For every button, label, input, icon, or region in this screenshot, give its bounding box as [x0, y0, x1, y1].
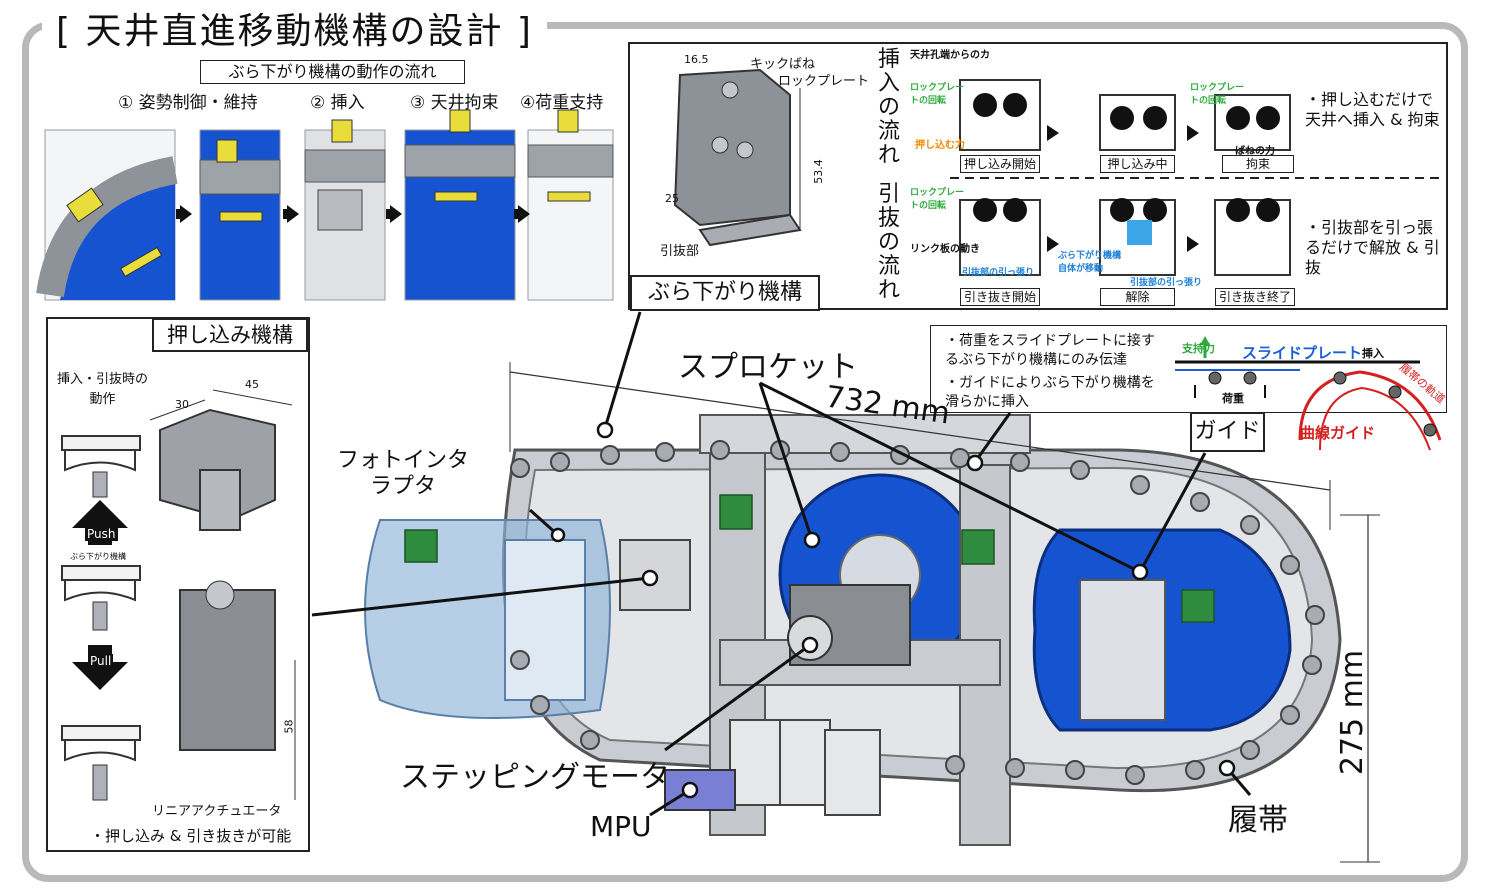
- hang-move-label: ぶら下がり機構自体が移動: [1058, 251, 1122, 274]
- pull-part-pull-label: 引抜部の引っ張り: [962, 268, 1035, 278]
- push-mechanism-label: 押し込み機構: [152, 318, 308, 352]
- tag-push-start: 押し込み開始: [960, 155, 1040, 173]
- push-motion-label: 挿入・引抜時の動作: [56, 372, 148, 407]
- dim-45: 45: [245, 378, 259, 391]
- curve-guide-label: 曲線ガイド: [1300, 424, 1376, 442]
- flow-heading: ぶら下がり機構の動作の流れ: [200, 60, 465, 84]
- insert-note: ・押し込むだけで天井へ挿入 & 拘束: [1305, 90, 1440, 129]
- flow-step-2: ② 挿入: [310, 93, 365, 113]
- mpu-board: [664, 769, 736, 811]
- push-button: Push: [85, 527, 118, 541]
- flow-step-3: ③ 天井拘束: [410, 93, 499, 113]
- ceiling-force-label: 天井孔端からのカ: [910, 50, 990, 61]
- push-force-label: 押し込む力: [915, 140, 965, 151]
- dim-16-5: 16.5: [684, 53, 709, 66]
- guide-note-1: ・荷重をスライドプレートに接するぶら下がり機構にのみ伝達: [945, 333, 1155, 368]
- stepping-motor-label: ステッピングモータ: [400, 760, 670, 795]
- support-label: 支持力: [1182, 342, 1215, 355]
- photo-interrupter-label: フォトインタラプタ: [336, 448, 469, 499]
- push-note: ・押し込み & 引き抜きが可能: [90, 827, 292, 845]
- dim-25: 25: [665, 192, 679, 205]
- outer-frame: [22, 22, 1468, 882]
- tag-release: 解除: [1100, 288, 1175, 306]
- load-label: 荷重: [1222, 392, 1244, 405]
- pull-part-pull-label-2: 引抜部の引っ張り: [1130, 278, 1203, 288]
- link-motion-label: リンク板の動き: [910, 244, 980, 255]
- guide-label: ガイド: [1190, 412, 1265, 452]
- slide-plate-label: スライドプレート: [1242, 344, 1363, 362]
- hang-small-label: ぶら下がり機構: [70, 552, 126, 561]
- flow-step-1: ① 姿勢制御・維持: [118, 93, 258, 113]
- pull-part-label: 引抜部: [660, 244, 700, 259]
- guide-note-2: ・ガイドによりぶら下がり機構を滑らかに挿入: [945, 375, 1155, 410]
- dim-58: 58: [282, 719, 296, 734]
- lock-rotate-label: ロックプレートの回転: [910, 83, 965, 106]
- mpu-label: MPU: [590, 810, 652, 843]
- page-title: [ 天井直進移動機構の設計 ]: [42, 2, 547, 54]
- insert-flow-vertical-title: 挿入の流れ: [878, 47, 901, 168]
- flow-step-4: ④荷重支持: [520, 93, 604, 113]
- dim-53-4: 53.4: [811, 159, 825, 184]
- track-label: 履帯: [1228, 803, 1288, 838]
- tag-pull-start: 引き抜き開始: [960, 288, 1040, 306]
- dim-30: 30: [175, 398, 189, 411]
- actuator-label: リニアアクチュエータ: [152, 804, 282, 819]
- pull-flow-vertical-title: 引抜の流れ: [878, 182, 901, 303]
- insert-label: 挿入: [1362, 347, 1384, 360]
- pull-lock-rotate-label: ロックプレートの回転: [910, 188, 965, 211]
- tag-pull-end: 引き抜き終了: [1215, 288, 1295, 306]
- pull-button: Pull: [88, 654, 114, 668]
- kick-spring-label: キックばね: [750, 57, 816, 72]
- hang-mechanism-label: ぶら下がり機構: [630, 275, 820, 311]
- lock-plate-label: ロックプレート: [778, 74, 870, 89]
- pull-note: ・引抜部を引っ張るだけで解放 & 引抜: [1305, 218, 1440, 277]
- tag-restrain: 拘束: [1222, 155, 1294, 173]
- tag-pushing: 押し込み中: [1100, 155, 1175, 173]
- height-label: 275 mm: [1335, 649, 1371, 776]
- spring-force-label: ばねの力: [1235, 146, 1275, 157]
- sprocket-label: スプロケット: [678, 350, 858, 385]
- lock-rotate-label-2: ロックプレートの回転: [1190, 83, 1245, 106]
